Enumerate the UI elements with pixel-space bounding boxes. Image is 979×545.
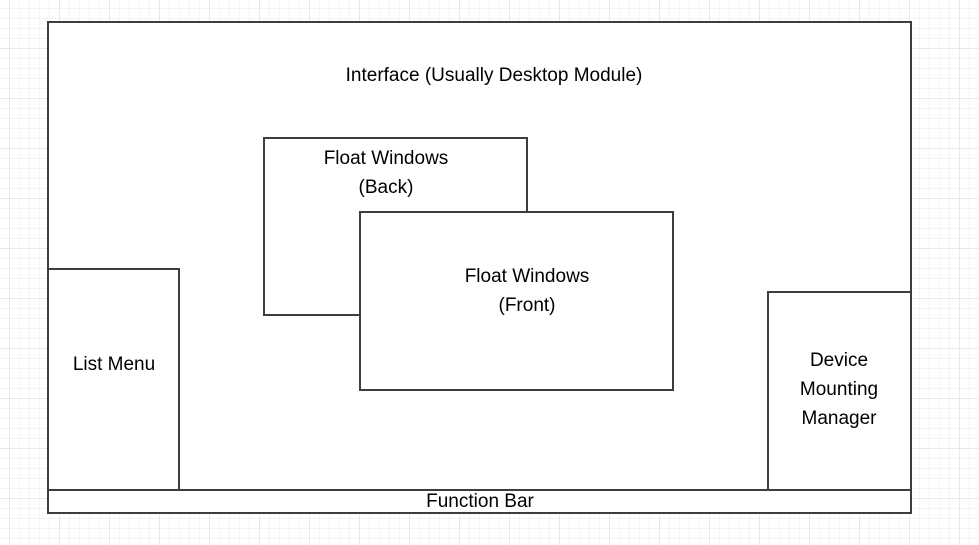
interface-label: Interface (Usually Desktop Module) bbox=[345, 65, 643, 86]
list-menu-label: List Menu bbox=[72, 354, 156, 375]
label-line: Manager bbox=[801, 408, 877, 429]
list-menu-box[interactable] bbox=[47, 268, 180, 491]
label-line: (Front) bbox=[498, 295, 556, 316]
label-line: Mounting bbox=[799, 379, 879, 400]
device-mounting-manager-label: Device Mounting Manager bbox=[800, 346, 878, 433]
float-windows-front-label: Float Windows (Front) bbox=[465, 262, 590, 320]
float-windows-back-label: Float Windows (Back) bbox=[324, 144, 449, 202]
function-bar-label: Function Bar bbox=[426, 491, 534, 512]
label-line: Device bbox=[809, 350, 869, 371]
function-bar-box[interactable] bbox=[47, 489, 912, 514]
device-mounting-manager-box[interactable] bbox=[767, 291, 912, 491]
float-windows-front-box[interactable] bbox=[359, 211, 674, 391]
label-line: Float Windows bbox=[323, 148, 449, 169]
label-line: (Back) bbox=[358, 177, 414, 198]
label-line: Float Windows bbox=[464, 266, 590, 287]
